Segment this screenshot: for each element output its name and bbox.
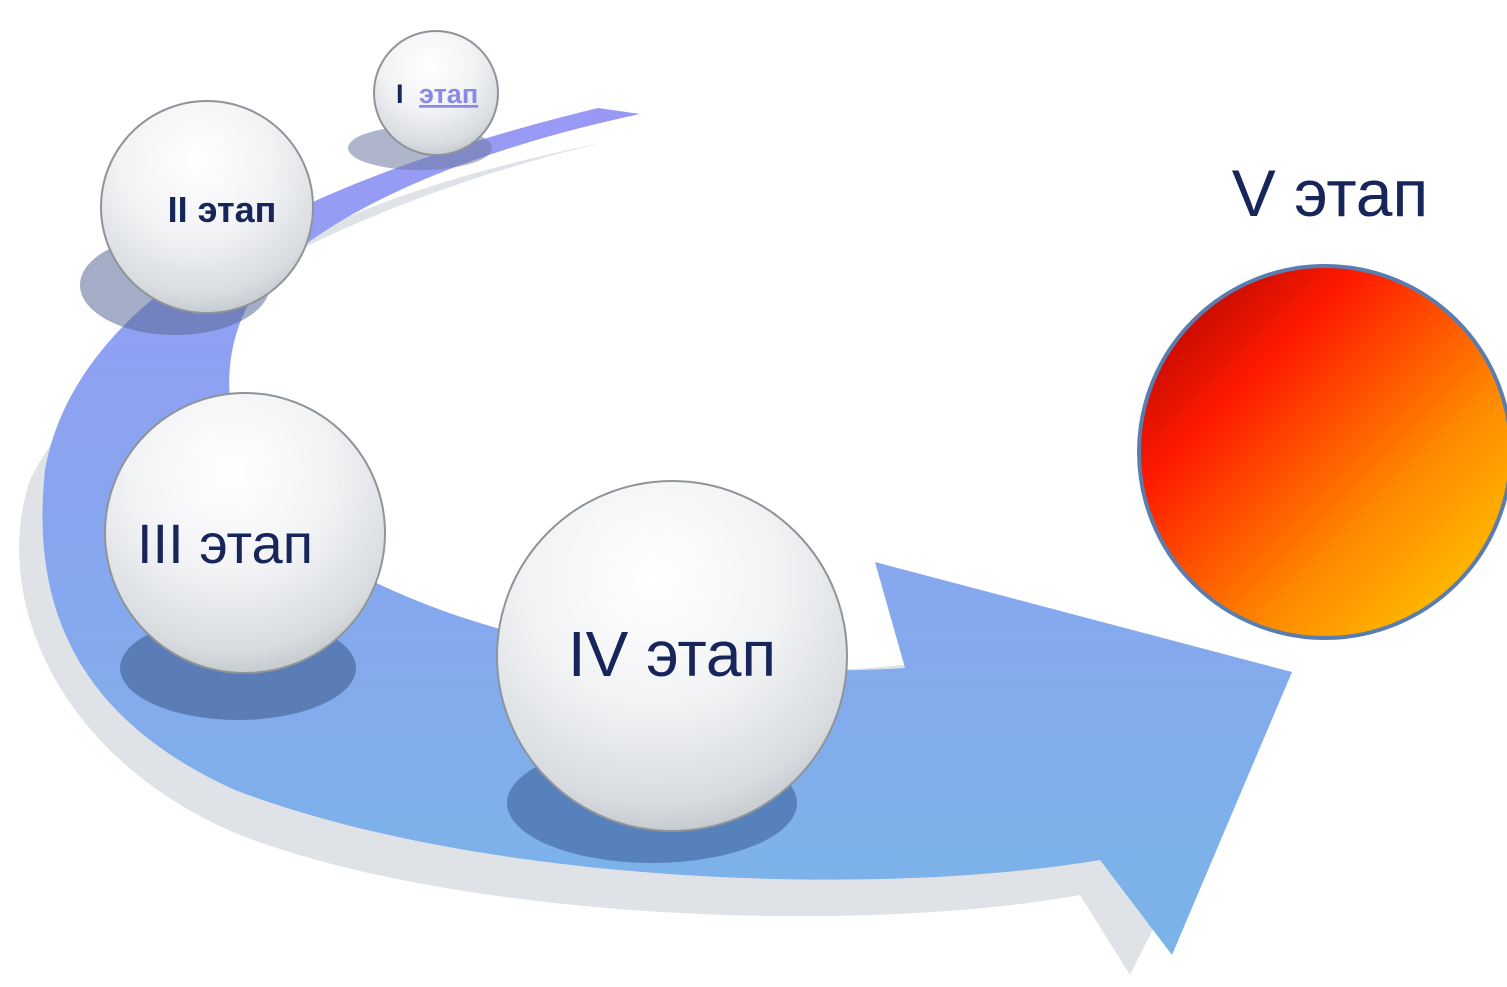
stage-5-label: V этап [1231,156,1429,230]
stage-3-sphere: III этап [104,392,386,674]
stage-3-label: III этап [137,512,313,575]
stage-4-sphere: IV этап [496,480,848,832]
stage-5-target [1137,264,1507,640]
stage-4-label: IV этап [568,618,776,690]
stage-1-link[interactable]: этап [419,79,478,109]
svg-text:I этап: I этап [396,79,478,109]
stage-2-label: II этап [168,189,277,230]
stage-1-prefix: I [396,79,404,109]
stage-1-sphere: I этап [373,30,499,156]
process-arrow [42,108,1292,955]
stage-2-sphere: II этап [100,100,314,314]
